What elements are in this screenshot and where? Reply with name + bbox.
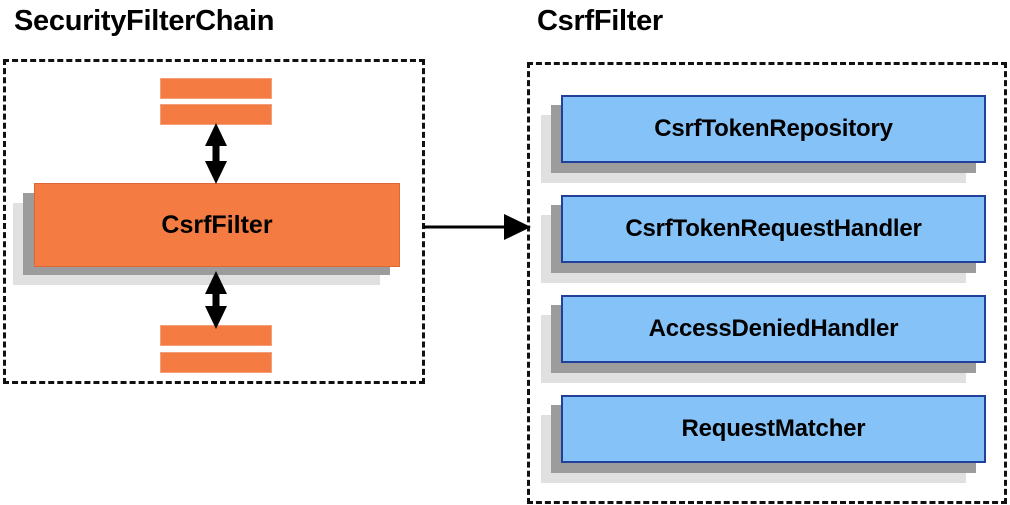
page-title-csrf-filter: CsrfFilter xyxy=(537,5,663,37)
group-csrf-filter xyxy=(527,62,1007,504)
box-request-matcher[interactable]: RequestMatcher xyxy=(561,395,986,463)
group-security-filter-chain xyxy=(3,59,425,384)
filter-stub-bar-bottom-2 xyxy=(160,352,272,373)
box-csrf-filter[interactable]: CsrfFilter xyxy=(34,183,400,267)
box-csrf-token-repository-label: CsrfTokenRepository xyxy=(654,115,893,142)
box-access-denied-handler-label: AccessDeniedHandler xyxy=(648,315,899,342)
box-csrf-token-repository[interactable]: CsrfTokenRepository xyxy=(561,95,986,163)
box-csrf-filter-label: CsrfFilter xyxy=(161,210,273,239)
filter-stub-bar-bottom-1 xyxy=(160,325,272,346)
left-to-right-arrow-icon xyxy=(424,214,531,240)
page-title-security-filter-chain: SecurityFilterChain xyxy=(14,5,275,37)
box-csrf-token-request-handler[interactable]: CsrfTokenRequestHandler xyxy=(561,195,986,263)
box-csrf-token-request-handler-label: CsrfTokenRequestHandler xyxy=(625,215,922,242)
box-access-denied-handler[interactable]: AccessDeniedHandler xyxy=(561,295,986,363)
box-request-matcher-label: RequestMatcher xyxy=(681,415,866,442)
filter-stub-bar-top-2 xyxy=(160,104,272,125)
filter-stub-bar-top-1 xyxy=(160,78,272,99)
